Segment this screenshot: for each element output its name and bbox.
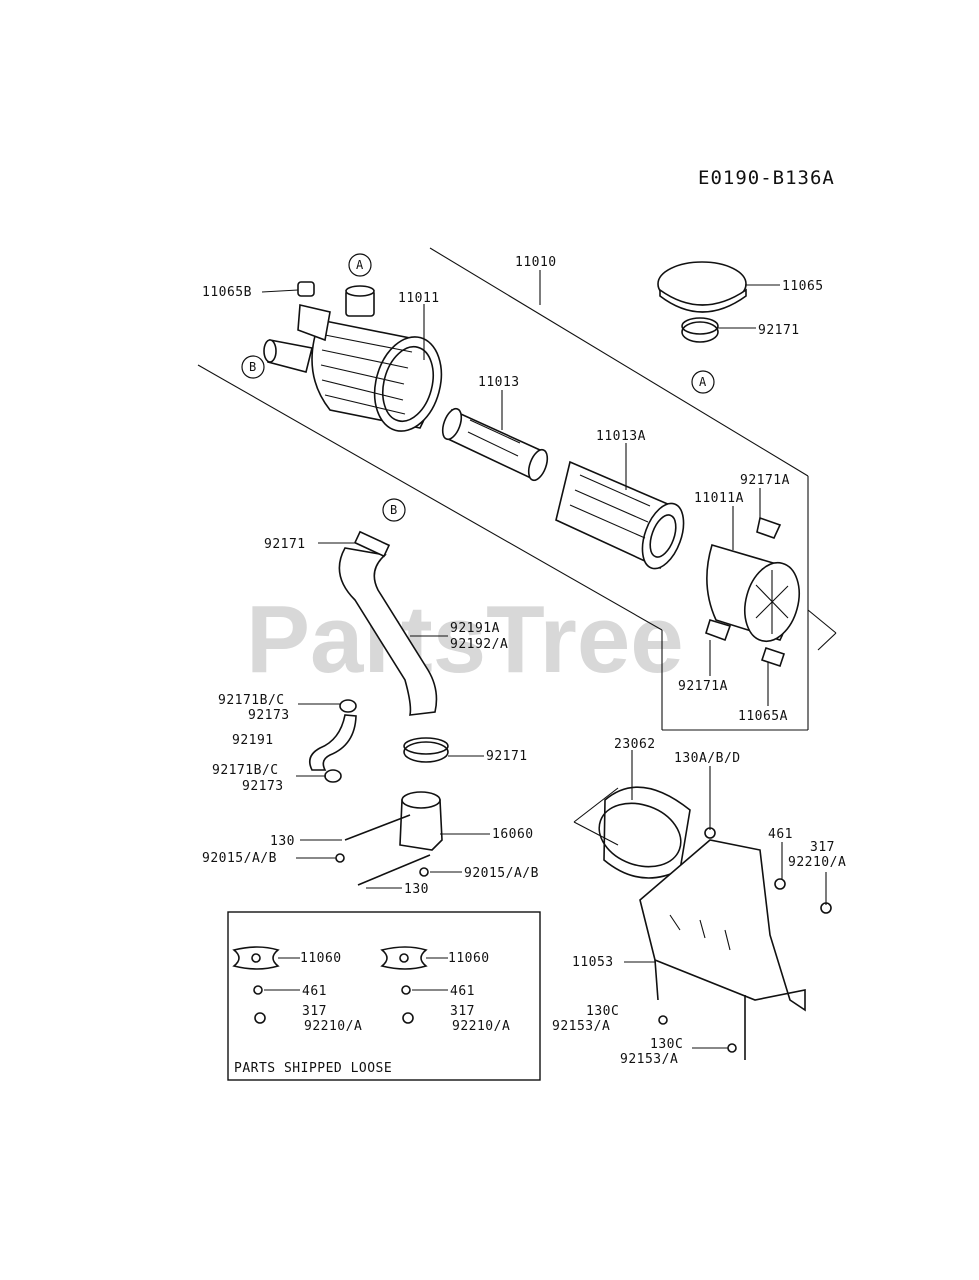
label-23062: 23062: [614, 737, 656, 752]
loose-box-title: PARTS SHIPPED LOOSE: [234, 1061, 392, 1076]
loose-right-gasket: 11060: [448, 951, 490, 966]
label-92173-2: 92173: [242, 779, 284, 794]
washer-left: [253, 985, 263, 995]
label-92153a-2: 92153/A: [620, 1052, 678, 1067]
parts-shipped-loose-box: 11060 461 317 92210/A 11060 461 317 9221…: [227, 911, 541, 1081]
label-130c-1: 130C: [586, 1004, 619, 1019]
label-92192a: 92192/A: [450, 637, 508, 652]
label-92171a-bottom: 92171A: [678, 679, 728, 694]
label-16060: 16060: [492, 827, 534, 842]
label-92171bc-1: 92171B/C: [218, 693, 285, 708]
loose-left-nut-alt: 92210/A: [304, 1019, 362, 1034]
nut-left: [254, 1012, 266, 1024]
elbow-16060: [335, 791, 443, 886]
callout-a-right: A: [691, 370, 715, 394]
label-92015ab-1: 92015/A/B: [202, 851, 277, 866]
loose-left-group: 11060 461 317 92210/A: [232, 946, 362, 1034]
label-11011: 11011: [398, 291, 440, 306]
clamp-92171: [403, 737, 449, 763]
nut-right: [402, 1012, 414, 1024]
label-92191a: 92191A: [450, 621, 500, 636]
cap-11065: [657, 261, 747, 313]
shroud-23062: [573, 786, 716, 879]
air-cleaner-body-11011: [263, 281, 443, 432]
label-11013: 11013: [478, 375, 520, 390]
label-92153a-1: 92153/A: [552, 1019, 610, 1034]
outer-element-11013a: [555, 460, 685, 570]
band-92171-top: [681, 317, 719, 343]
assembly-bracket-11010: [197, 247, 837, 731]
label-92015ab-2: 92015/A/B: [464, 866, 539, 881]
label-92171a-top: 92171A: [740, 473, 790, 488]
loose-left-nut-num: 317: [302, 1004, 327, 1019]
label-130-2: 130: [404, 882, 429, 897]
label-11011a: 11011A: [694, 491, 744, 506]
label-11065: 11065: [782, 279, 824, 294]
gasket-left: [232, 946, 280, 970]
loose-right-washer: 461: [450, 984, 475, 999]
label-130-1: 130: [270, 834, 295, 849]
label-92171-top: 92171: [758, 323, 800, 338]
gasket-right: [380, 946, 428, 970]
label-92173-1: 92173: [248, 708, 290, 723]
callout-a-top: A: [348, 253, 372, 277]
label-130abd: 130A/B/D: [674, 751, 741, 766]
loose-right-group: 11060 461 317 92210/A: [380, 946, 510, 1034]
label-92171bc-2: 92171B/C: [212, 763, 279, 778]
inner-element-11013: [441, 407, 549, 482]
callout-b-hose: B: [382, 498, 406, 522]
label-11053: 11053: [572, 955, 614, 970]
loose-right-nut-num: 317: [450, 1004, 475, 1019]
label-317: 317: [810, 840, 835, 855]
hose-92191a: [338, 530, 438, 716]
washer-right: [401, 985, 411, 995]
label-11065a: 11065A: [738, 709, 788, 724]
label-11013a: 11013A: [596, 429, 646, 444]
diagram-code: E0190-B136A: [698, 167, 835, 189]
label-92191: 92191: [232, 733, 274, 748]
svg-text:B: B: [249, 360, 256, 374]
svg-text:A: A: [699, 375, 707, 389]
callout-b-left: B: [241, 355, 265, 379]
label-11065b: 11065B: [202, 285, 252, 300]
small-hose-92191: [309, 699, 357, 783]
leader-lines: [261, 284, 827, 1049]
label-130c-2: 130C: [650, 1037, 683, 1052]
loose-right-nut-alt: 92210/A: [452, 1019, 510, 1034]
label-92171-hose: 92171: [264, 537, 306, 552]
svg-text:A: A: [356, 258, 364, 272]
cover-11011a: [705, 516, 800, 668]
label-92210a: 92210/A: [788, 855, 846, 870]
label-11010: 11010: [515, 255, 557, 270]
bracket-plate-11053: [639, 839, 832, 1060]
svg-text:B: B: [390, 503, 397, 517]
loose-left-washer: 461: [302, 984, 327, 999]
label-461: 461: [768, 827, 793, 842]
watermark: PartsTree: [246, 586, 684, 693]
label-92171-clamp: 92171: [486, 749, 528, 764]
loose-left-gasket: 11060: [300, 951, 342, 966]
